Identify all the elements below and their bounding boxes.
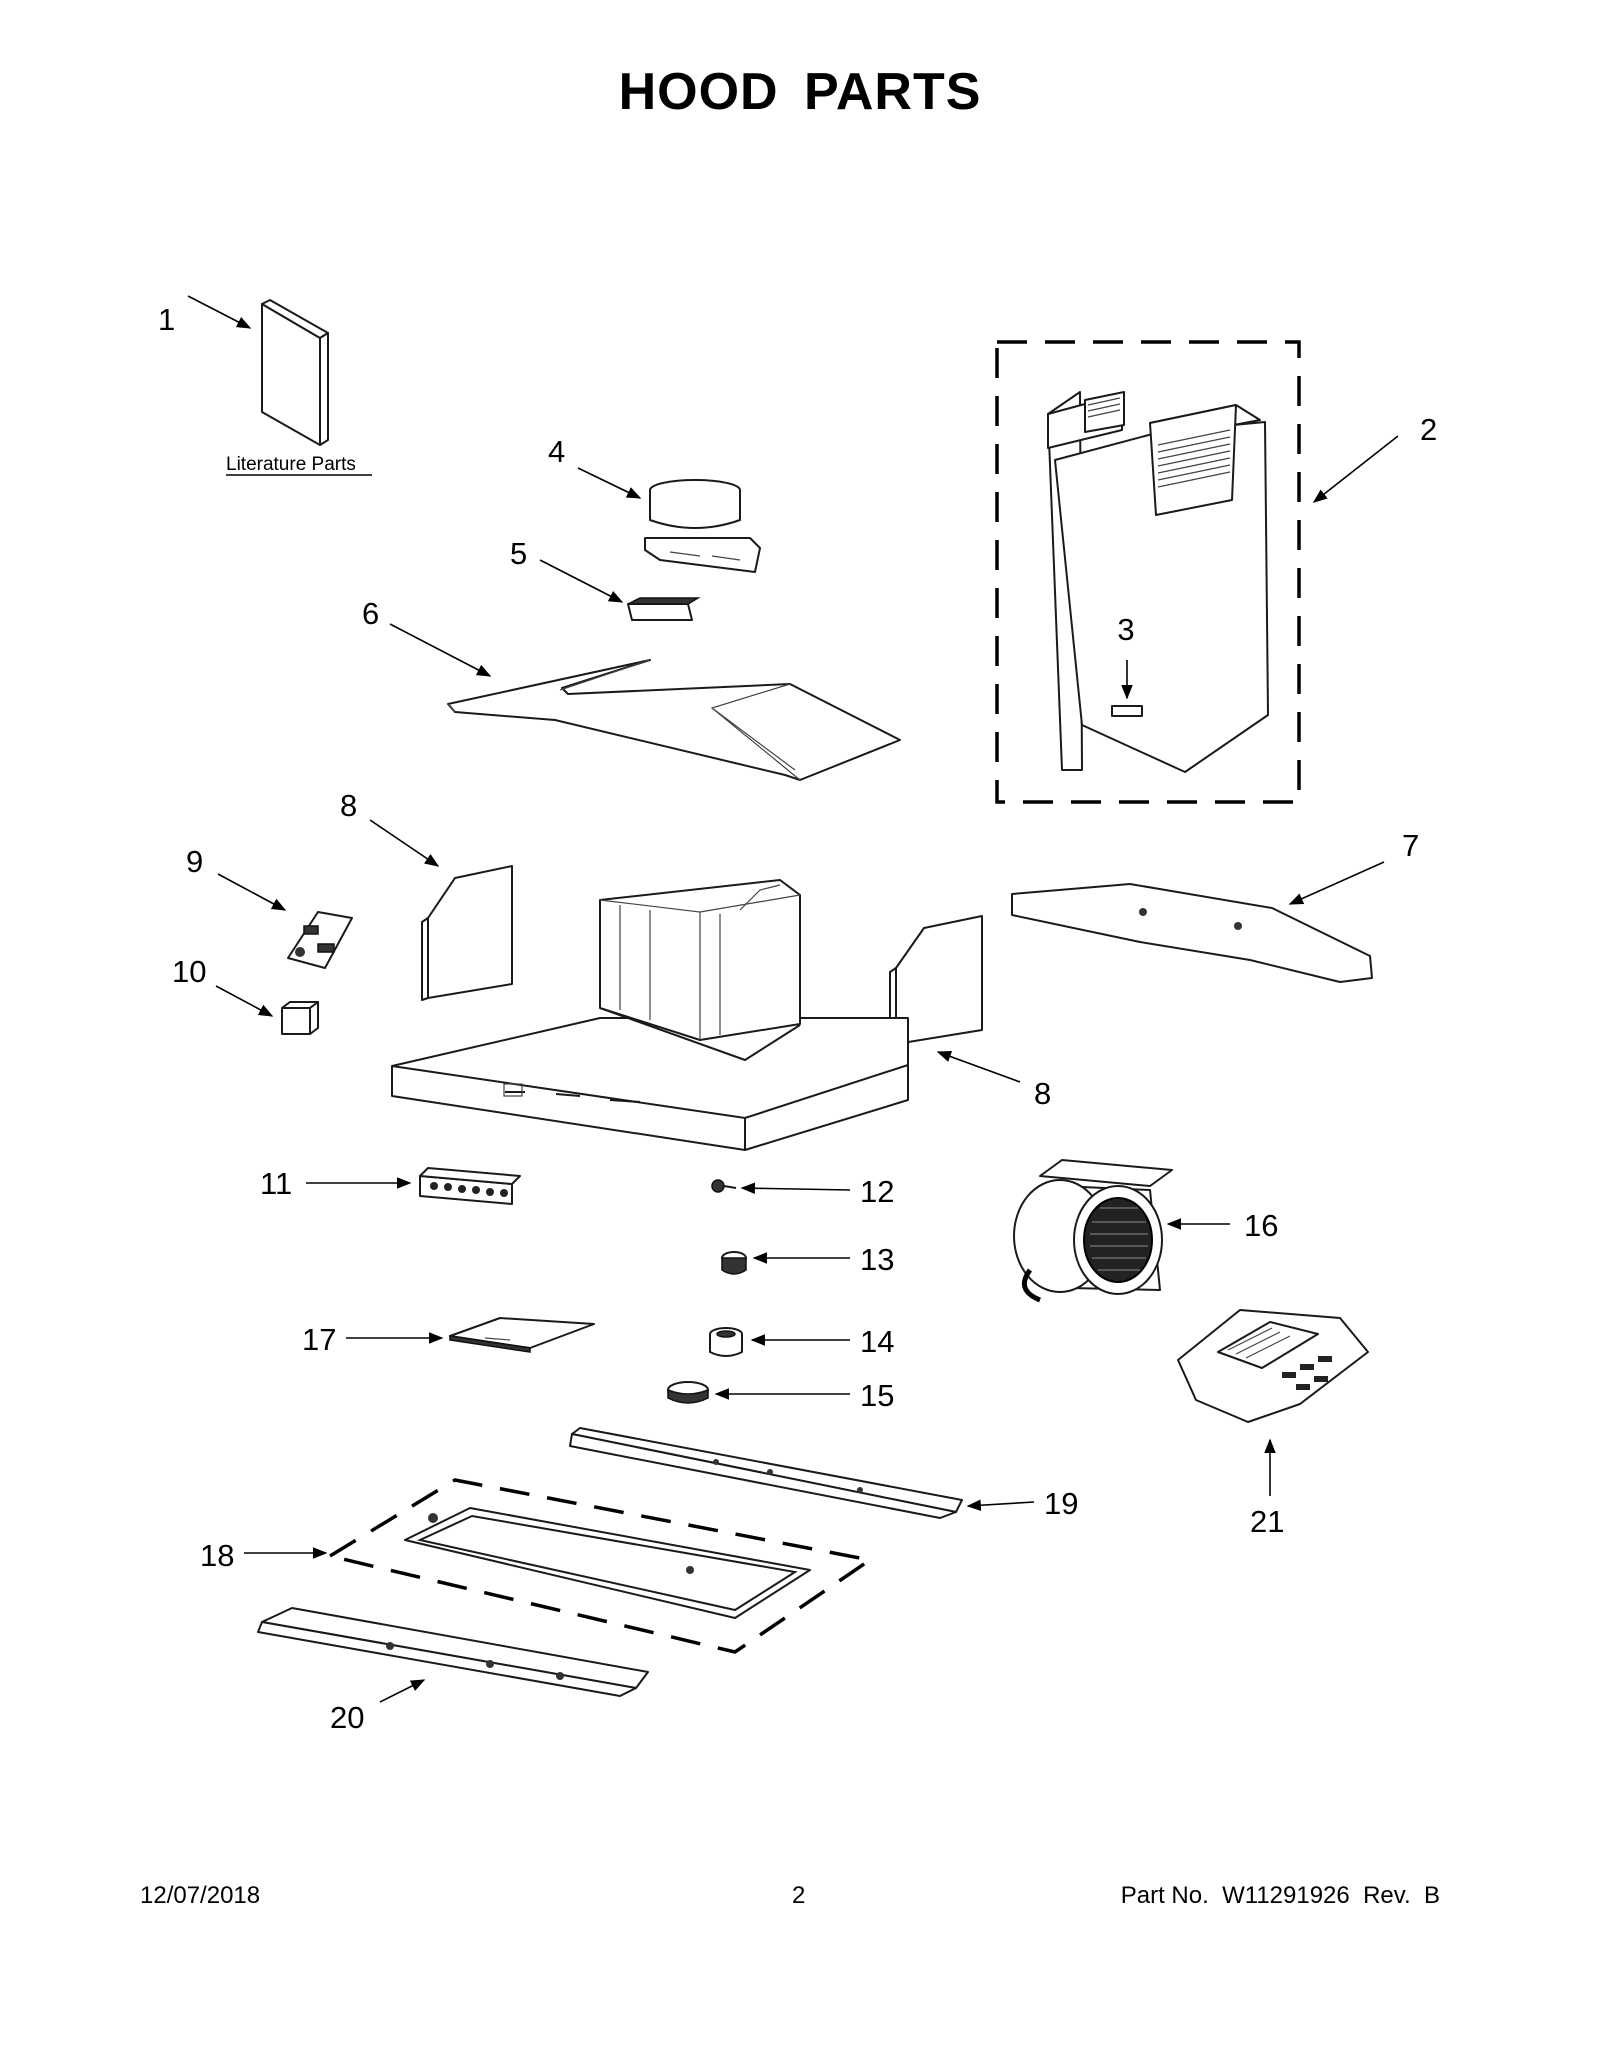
rear-rail <box>257 1607 649 1697</box>
callout-16: 16 <box>1244 1208 1278 1243</box>
callout-9: 9 <box>186 844 203 879</box>
side-trim <box>1011 883 1373 983</box>
callout-17: 17 <box>302 1322 336 1357</box>
wire-connector <box>627 597 701 621</box>
literature-parts-label: Literature Parts <box>226 454 356 475</box>
callout-10: 10 <box>172 954 206 989</box>
callout-12: 12 <box>860 1174 894 1209</box>
callout-8-left: 8 <box>340 788 357 823</box>
page-title: HOOD PARTS <box>618 63 982 121</box>
switch-assembly <box>419 1167 521 1205</box>
callout-5: 5 <box>510 536 527 571</box>
footer-part-number: Part No. W11291926 Rev. B <box>1120 1882 1440 1909</box>
callout-7: 7 <box>1402 828 1419 863</box>
blower-motor <box>1013 1159 1173 1303</box>
literature-booklet: Literature Parts <box>226 299 372 476</box>
lamp-ring <box>667 1381 709 1404</box>
callout-13: 13 <box>860 1242 894 1277</box>
callout-11: 11 <box>260 1166 292 1201</box>
callout-14: 14 <box>860 1324 894 1359</box>
callout-4: 4 <box>548 434 565 469</box>
callout-1: 1 <box>158 302 175 337</box>
literature-packet <box>1177 1309 1369 1423</box>
relay <box>281 1001 319 1035</box>
callout-numbers: 1 2 3 4 5 6 7 8 8 9 10 11 12 13 14 15 16… <box>158 302 1437 1735</box>
callout-18: 18 <box>200 1538 234 1573</box>
footer-page-number: 2 <box>792 1882 806 1909</box>
callout-arrows <box>187 295 1399 1703</box>
lamp-bulb <box>709 1327 743 1357</box>
lamp-socket <box>721 1251 747 1275</box>
callout-2: 2 <box>1420 412 1437 447</box>
side-panel-left <box>421 865 513 1001</box>
callout-15: 15 <box>860 1378 894 1413</box>
footer-date: 12/07/2018 <box>140 1882 261 1909</box>
callout-6: 6 <box>362 596 379 631</box>
callout-19: 19 <box>1044 1486 1078 1521</box>
callout-8-right: 8 <box>1034 1076 1051 1111</box>
screw <box>711 1179 737 1193</box>
grease-filter <box>449 1317 595 1353</box>
chimney-cover <box>995 340 1301 804</box>
control-board <box>287 911 353 969</box>
callout-21: 21 <box>1250 1504 1284 1539</box>
bottom-frame <box>325 1478 875 1654</box>
hood-body <box>391 879 909 1151</box>
top-trim <box>447 659 901 781</box>
duct-collar <box>644 479 761 573</box>
callout-20: 20 <box>330 1700 364 1735</box>
front-rail <box>569 1427 963 1519</box>
callout-3: 3 <box>1117 612 1134 647</box>
